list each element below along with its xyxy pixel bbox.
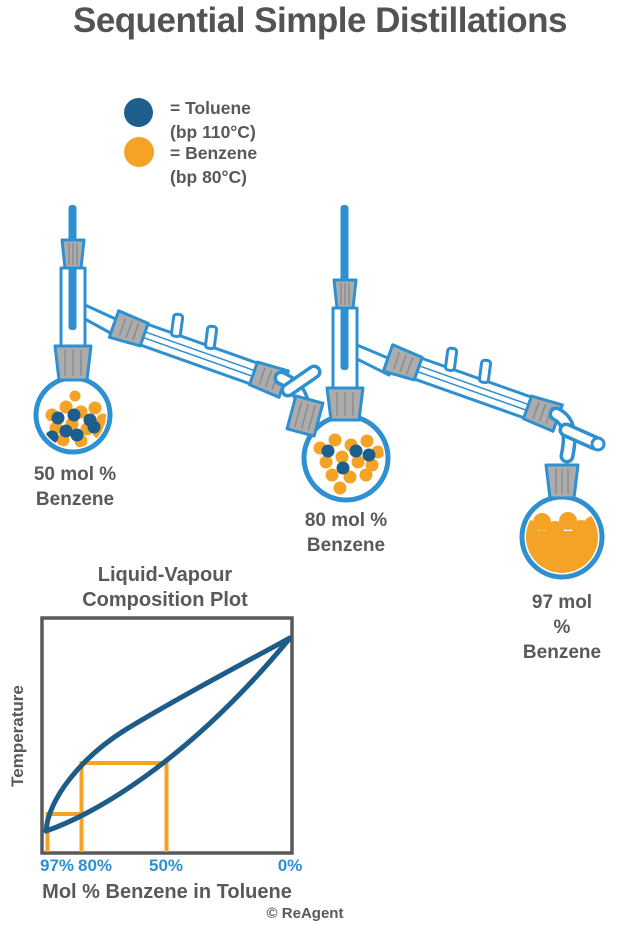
condenser-1 xyxy=(107,309,290,399)
x-tick-50: 50% xyxy=(148,856,184,875)
x-tick-97: 97% xyxy=(39,856,75,875)
legend-entry-benzene: = Benzene (bp 80°C) xyxy=(170,141,257,189)
flask-1-label: 50 mol % Benzene xyxy=(34,462,116,512)
distillation-column-1 xyxy=(59,205,122,350)
flask-1-contents xyxy=(45,390,106,448)
flask-2 xyxy=(285,386,391,503)
flask-2-label: 80 mol % Benzene xyxy=(305,508,387,558)
hose-barb-icon xyxy=(477,358,493,384)
flask-3-label-line2: Benzene xyxy=(522,642,602,663)
x-tick-80: 80% xyxy=(77,856,113,875)
flask-2-contents xyxy=(313,433,384,495)
toluene-bp-label: (bp 110°C) xyxy=(170,122,256,142)
hose-barb-icon xyxy=(170,312,185,338)
flask-3-label-line1: 97 mol % xyxy=(531,592,593,638)
flask-2-left-joint xyxy=(285,394,325,438)
flask-3 xyxy=(519,463,605,580)
flask-3-contents xyxy=(526,512,598,573)
toluene-label: = Toluene xyxy=(170,98,251,118)
chart-axes-box xyxy=(40,616,294,855)
flask-1 xyxy=(33,344,113,455)
x-tick-0: 0% xyxy=(277,856,303,875)
flask-1-label-line2: Benzene xyxy=(35,489,115,510)
distillation-column-2 xyxy=(331,205,397,390)
vapour-curve xyxy=(43,635,293,834)
chart-x-axis-label: Mol % Benzene in Toluene xyxy=(42,881,292,903)
page-title: Sequential Simple Distillations xyxy=(72,1,568,40)
liquid-curve xyxy=(43,635,293,834)
chart-y-axis-label: Temperature xyxy=(8,685,27,787)
legend-entry-toluene: = Toluene (bp 110°C) xyxy=(170,96,256,144)
chart-title-line2: Composition Plot xyxy=(82,589,248,611)
copyright-credit: © ReAgent xyxy=(266,905,344,922)
benzene-swatch-icon xyxy=(124,137,154,167)
hose-barb-icon xyxy=(203,324,219,350)
chart-title-line1: Liquid-Vapour xyxy=(97,564,233,586)
benzene-bp-label: (bp 80°C) xyxy=(170,167,247,187)
chart-title: Liquid-Vapour Composition Plot xyxy=(82,563,248,613)
condenser-2 xyxy=(381,343,564,433)
hose-barb-icon xyxy=(444,346,459,372)
benzene-label: = Benzene xyxy=(170,143,258,163)
toluene-swatch-icon xyxy=(124,98,153,127)
receiving-adapter-2 xyxy=(548,406,606,464)
composition-chart xyxy=(40,616,294,855)
flask-3-label: 97 mol % Benzene xyxy=(523,590,601,665)
flask-1-label-line1: 50 mol % xyxy=(33,464,117,485)
flask-2-label-line1: 80 mol % xyxy=(304,510,388,531)
flask-2-label-line2: Benzene xyxy=(306,535,386,556)
